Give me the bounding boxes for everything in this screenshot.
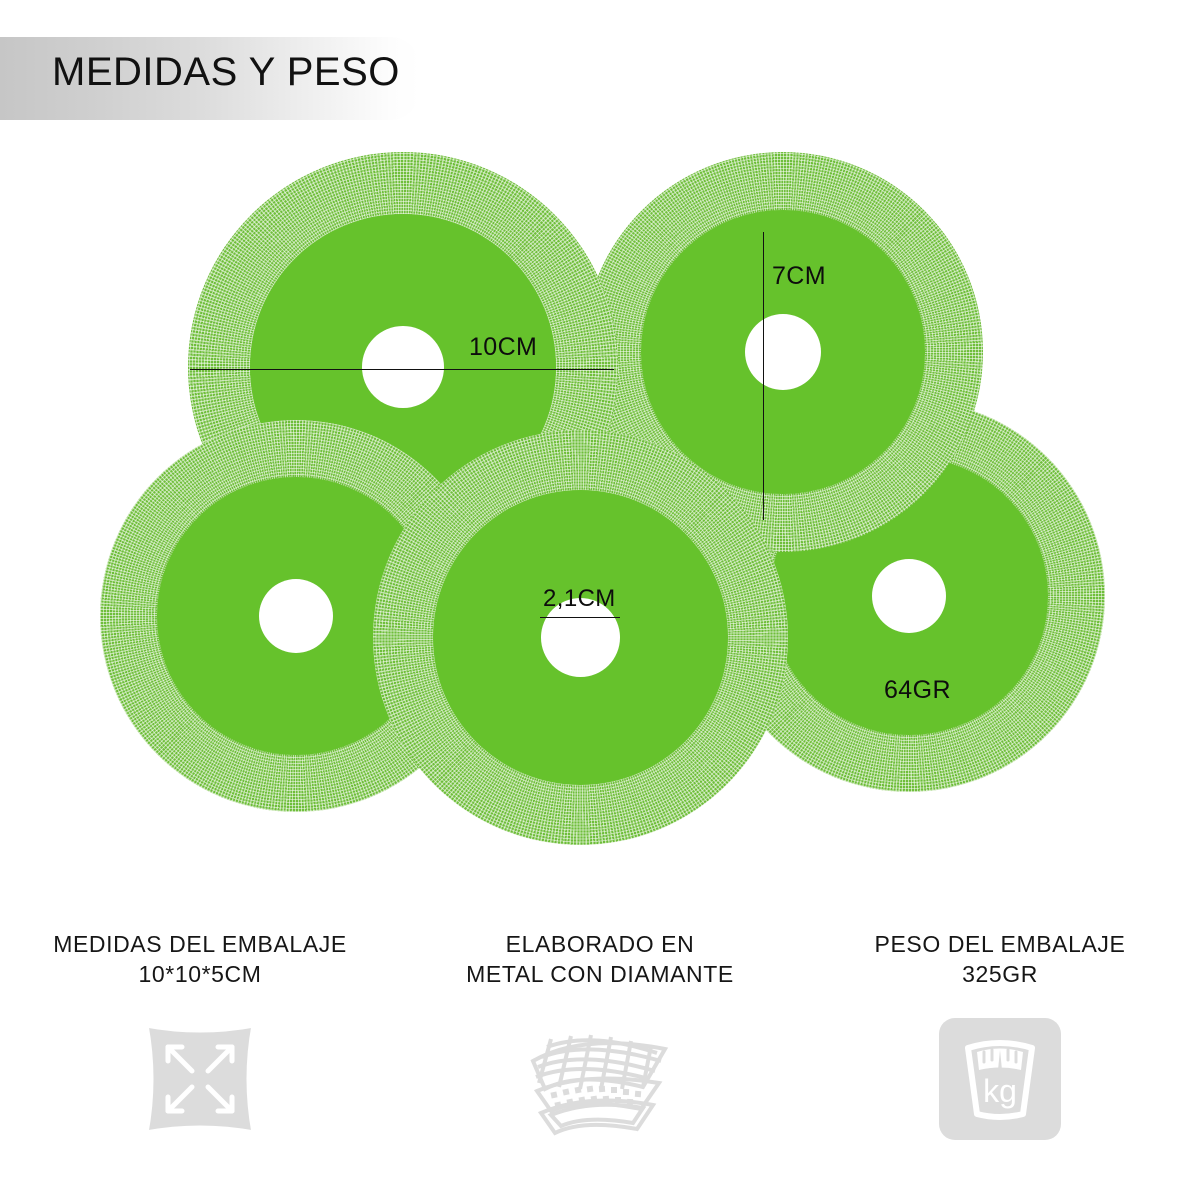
metal-mesh-layers-icon: [525, 1004, 675, 1154]
feature-title: PESO DEL EMBALAJE: [874, 931, 1126, 957]
feature-row: MEDIDAS DEL EMBALAJE 10*10*5CM ELABORADO…: [0, 930, 1200, 1200]
cutting-disc: [373, 430, 788, 845]
feature-title: MEDIDAS DEL EMBALAJE: [53, 931, 347, 957]
inner-face-measure-line-icon: [763, 232, 764, 520]
package-dimensions-icon: [125, 1004, 275, 1154]
feature-package-size: MEDIDAS DEL EMBALAJE 10*10*5CM: [0, 930, 400, 1200]
feature-value: 325GR: [962, 960, 1038, 987]
feature-package-weight: PESO DEL EMBALAJE 325GR kg: [800, 930, 1200, 1200]
disc-illustration: 10CM 7CM 2,1CM 64GR: [100, 152, 1105, 845]
diameter-measure-line-icon: [190, 369, 614, 370]
bore-label: 2,1CM: [543, 585, 616, 612]
kg-scale-icon: kg: [925, 1004, 1075, 1154]
inner-face-label: 7CM: [772, 262, 826, 290]
page-title: MEDIDAS Y PESO: [52, 50, 400, 94]
unit-weight-label: 64GR: [884, 676, 951, 704]
feature-value: 10*10*5CM: [138, 960, 262, 987]
bore-measure-line-icon: [540, 617, 620, 618]
feature-value: METAL CON DIAMANTE: [466, 960, 734, 987]
diameter-label: 10CM: [469, 333, 538, 361]
header-banner: [0, 37, 420, 120]
feature-title: ELABORADO EN: [505, 931, 695, 957]
svg-text:kg: kg: [983, 1073, 1017, 1109]
feature-material: ELABORADO EN METAL CON DIAMANTE: [400, 930, 800, 1200]
